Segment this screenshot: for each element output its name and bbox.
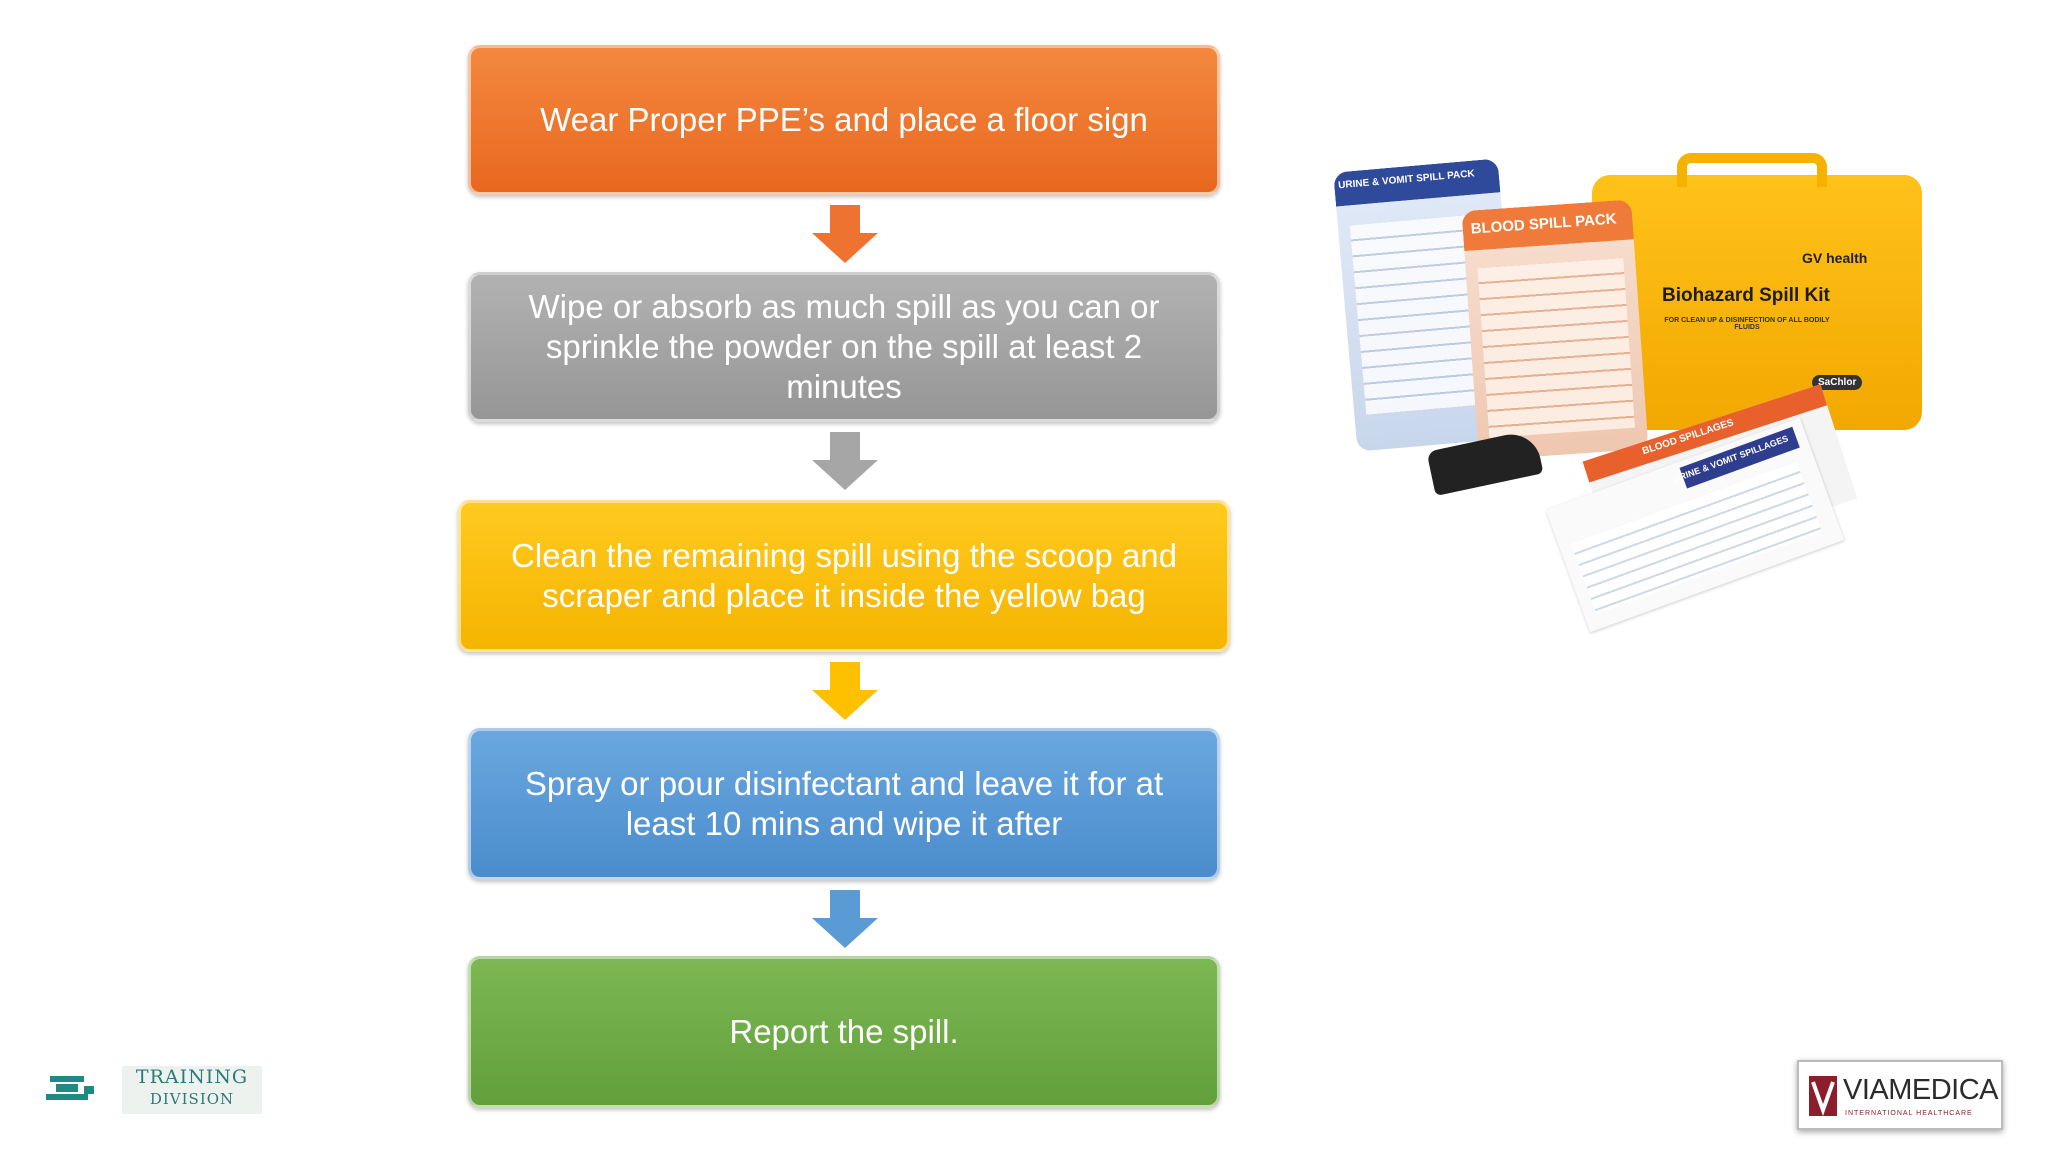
blood-pack-title: BLOOD SPILL PACK: [1470, 210, 1618, 238]
biohazard-case: GV health Biohazard Spill Kit FOR CLEAN …: [1592, 153, 1922, 430]
step-5-text: Report the spill.: [729, 1013, 959, 1050]
case-logo: SaChlor: [1812, 375, 1863, 390]
urine-pack-title: URINE & VOMIT SPILL PACK: [1337, 168, 1476, 192]
step-4-box: Spray or pour disinfectant and leave it …: [468, 728, 1220, 880]
viamedica-logo: VIAMEDICA INTERNATIONAL HEALTHCARE: [1797, 1060, 2003, 1130]
case-title: Biohazard Spill Kit: [1662, 285, 1830, 306]
step-4-text: Spray or pour disinfectant and leave it …: [524, 765, 1164, 842]
viamedica-tagline: INTERNATIONAL HEALTHCARE: [1845, 1110, 1973, 1117]
arrow-down-icon: [812, 890, 878, 948]
step-5-box: Report the spill.: [468, 956, 1220, 1108]
arrow-down-icon: [812, 205, 878, 263]
training-division-logo: TRAINING DIVISION: [44, 1066, 264, 1116]
step-2-box: Wipe or absorb as much spill as you can …: [468, 272, 1220, 422]
case-brand: GV health: [1802, 250, 1868, 266]
arrow-down-icon: [812, 432, 878, 490]
step-1-text: Wear Proper PPE’s and place a floor sign: [540, 101, 1148, 138]
arrow-down-icon: [812, 662, 878, 720]
blood-spill-pack: BLOOD SPILL PACK: [1461, 199, 1649, 461]
training-label: TRAINING: [135, 1066, 249, 1088]
training-logo-icon: [46, 1076, 94, 1100]
step-2-text: Wipe or absorb as much spill as you can …: [528, 288, 1160, 405]
viamedica-mark-icon: [1809, 1076, 1837, 1116]
case-subtitle: FOR CLEAN UP & DISINFECTION OF ALL BODIL…: [1664, 317, 1830, 331]
step-1-box: Wear Proper PPE’s and place a floor sign: [468, 45, 1220, 195]
step-3-text: Clean the remaining spill using the scoo…: [511, 537, 1177, 614]
spill-kit-image: GV health Biohazard Spill Kit FOR CLEAN …: [1330, 120, 1950, 633]
step-3-box: Clean the remaining spill using the scoo…: [458, 500, 1230, 652]
viamedica-name: VIAMEDICA: [1843, 1074, 1999, 1106]
division-label: DIVISION: [149, 1090, 235, 1108]
